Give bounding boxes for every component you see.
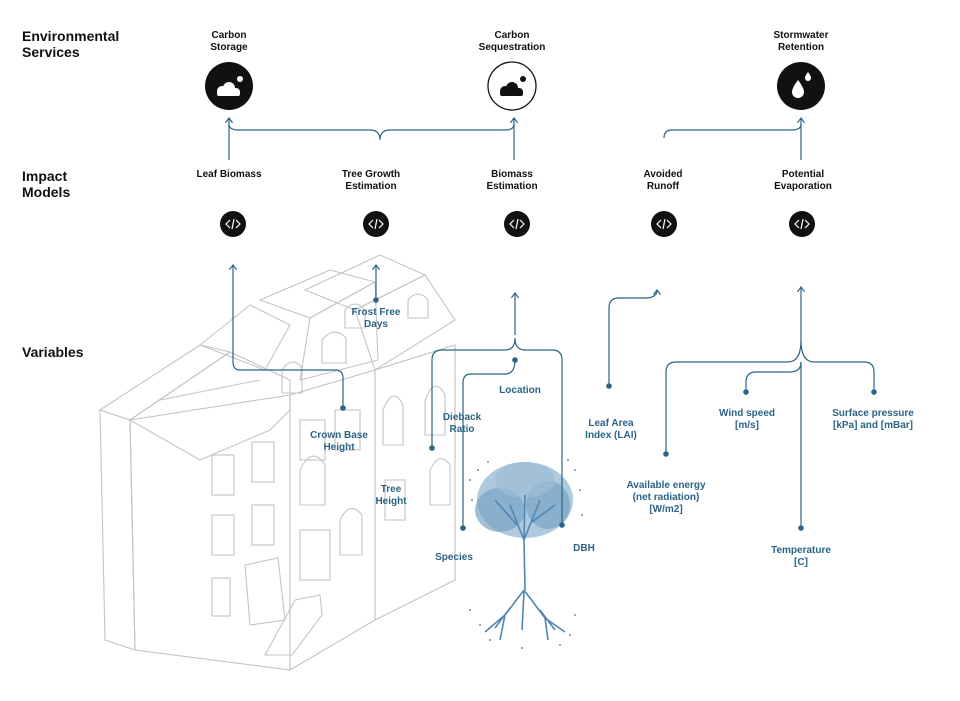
lai-to-avoided-runoff xyxy=(608,290,657,386)
model-label-biomass-estimation: Biomass Estimation xyxy=(486,169,538,192)
row-title-environmental-services: Environmental Services xyxy=(22,28,120,60)
carbon-sequestration-icon xyxy=(487,61,537,111)
variable-label-leaf-area-index: Leaf Area Index (LAI) xyxy=(585,418,637,441)
row-title-variables: Variables xyxy=(22,344,84,360)
code-icon xyxy=(363,211,389,237)
variable-label-wind-speed: Wind speed [m/s] xyxy=(718,408,776,431)
variable-label-location: Location xyxy=(499,385,541,396)
carbon-storage-icon xyxy=(205,62,253,110)
carbon-services-brace xyxy=(229,118,514,160)
code-icon xyxy=(789,211,815,237)
service-label-carbon-storage: Carbon Storage xyxy=(210,30,248,53)
water-drop-icon xyxy=(777,62,825,110)
model-label-tree-growth-estimation: Tree Growth Estimation xyxy=(341,169,401,192)
row-title-impact-models: Impact Models xyxy=(22,168,71,200)
variable-label-surface-pressure: Surface pressure [kPa] and [mBar] xyxy=(832,408,914,431)
model-label-leaf-biomass: Leaf Biomass xyxy=(196,169,262,180)
variable-label-temperature: Temperature [C] xyxy=(771,545,831,568)
biomass-estimation-brace xyxy=(431,293,563,528)
model-label-avoided-runoff: Avoided Runoff xyxy=(643,169,683,192)
variable-label-tree-height: Tree Height xyxy=(375,484,407,507)
service-label-stormwater-retention: Stormwater Retention xyxy=(773,30,829,53)
variable-label-dieback-ratio: Dieback Ratio xyxy=(442,412,482,435)
variable-label-available-energy: Available energy (net radiation) [W/m2] xyxy=(626,480,706,515)
code-icon xyxy=(651,211,677,237)
code-icon xyxy=(504,211,530,237)
variable-label-dbh: DBH xyxy=(573,543,595,554)
service-label-carbon-sequestration: Carbon Sequestration xyxy=(478,30,546,53)
code-icon xyxy=(220,211,246,237)
variable-label-frost-free-days: Frost Free Days xyxy=(351,307,401,330)
variable-label-crown-base-height: Crown Base Height xyxy=(310,430,368,453)
stormwater-brace xyxy=(663,118,801,160)
potential-evaporation-brace xyxy=(665,287,875,528)
model-label-potential-evaporation: Potential Evaporation xyxy=(774,169,832,192)
crown-base-to-leaf-biomass xyxy=(233,265,344,408)
variable-label-species: Species xyxy=(435,552,473,563)
